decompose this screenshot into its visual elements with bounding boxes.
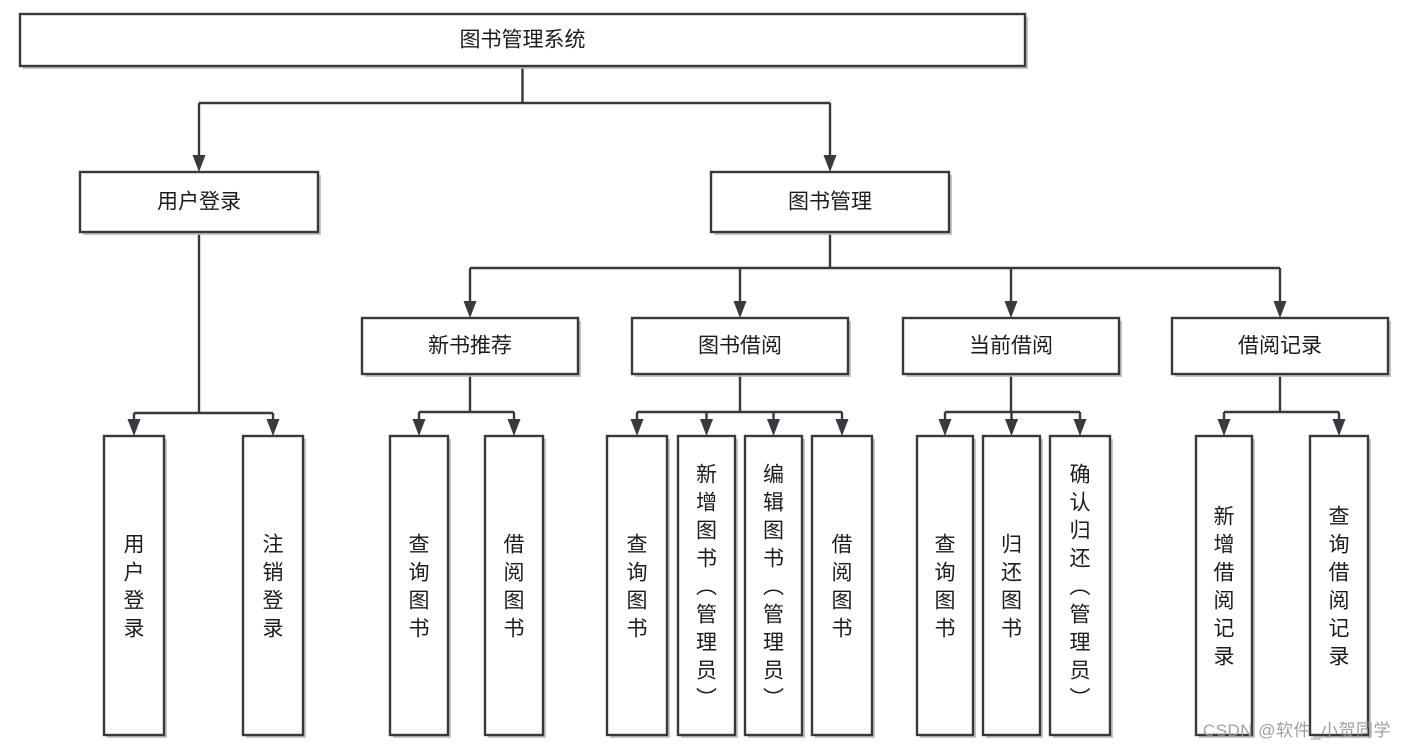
node-label: 借阅图书	[504, 533, 525, 640]
node-leaf-cu-confirm[interactable]: 确认归还︵管理员︶	[1048, 434, 1113, 738]
edge-group-login	[127, 232, 280, 436]
node-label: 查询图书	[409, 533, 430, 640]
node-leaf-bo-query[interactable]: 查询图书	[605, 434, 670, 738]
node-label: 查询图书	[627, 533, 648, 640]
node-leaf-bo-edit[interactable]: 编辑图书︵管理员︶	[743, 434, 805, 738]
node-box[interactable]	[102, 434, 166, 737]
node-label: 新书推荐	[428, 335, 512, 358]
node-label: 当前借阅	[969, 335, 1053, 358]
node-box[interactable]	[1048, 434, 1112, 737]
node-box[interactable]	[605, 434, 669, 737]
node-leaf-cu-query[interactable]: 查询图书	[915, 434, 976, 738]
node-box[interactable]	[1194, 434, 1254, 737]
node-box[interactable]	[1308, 434, 1370, 737]
edge-group-bookmgmt	[463, 232, 1287, 318]
edge-group-records	[1217, 374, 1346, 436]
node-box[interactable]	[18, 12, 1027, 68]
node-box[interactable]	[676, 434, 737, 737]
node-current[interactable]: 当前借阅	[901, 316, 1122, 377]
node-records[interactable]: 借阅记录	[1170, 316, 1391, 377]
node-label: 图书管理	[788, 191, 872, 214]
node-newbook[interactable]: 新书推荐	[360, 316, 581, 377]
node-leaf-nb-borrow[interactable]: 借阅图书	[483, 434, 546, 738]
node-box[interactable]	[743, 434, 804, 737]
node-box[interactable]	[630, 316, 850, 376]
node-label: 借阅图书	[832, 533, 853, 640]
node-leaf-nb-query[interactable]: 查询图书	[388, 434, 451, 738]
node-label: 确认归还︵管理员︶	[1070, 463, 1091, 710]
node-box[interactable]	[241, 434, 305, 737]
node-leaf-rc-query[interactable]: 查询借阅记录	[1308, 434, 1371, 738]
node-label: 借阅记录	[1238, 335, 1322, 358]
node-label: 图书借阅	[698, 335, 782, 358]
edge-group-borrow	[630, 374, 849, 436]
node-label: 查询图书	[935, 533, 956, 640]
node-leaf-cu-return[interactable]: 归还图书	[981, 434, 1043, 738]
node-leaf-login[interactable]: 用户登录	[102, 434, 167, 738]
node-box[interactable]	[1170, 316, 1390, 376]
node-bookmgmt[interactable]: 图书管理	[709, 170, 952, 235]
node-label: 用户登录	[124, 533, 145, 640]
node-box[interactable]	[388, 434, 450, 737]
node-label: 图书管理系统	[460, 29, 586, 52]
node-box[interactable]	[78, 170, 320, 234]
node-label: 新增借阅记录	[1214, 505, 1235, 668]
node-leaf-bo-borrow[interactable]: 借阅图书	[810, 434, 875, 738]
node-label: 注销登录	[263, 533, 284, 640]
edges-layer	[127, 66, 1346, 436]
node-label: 新增图书︵管理员︶	[696, 463, 717, 710]
node-box[interactable]	[483, 434, 545, 737]
node-box[interactable]	[709, 170, 951, 234]
nodes-layer: 图书管理系统用户登录图书管理新书推荐图书借阅当前借阅借阅记录用户登录注销登录查询…	[18, 12, 1391, 738]
node-leaf-logout[interactable]: 注销登录	[241, 434, 306, 738]
node-box[interactable]	[360, 316, 580, 376]
node-label: 编辑图书︵管理员︶	[763, 463, 784, 710]
node-login[interactable]: 用户登录	[78, 170, 321, 235]
node-label: 查询借阅记录	[1329, 505, 1350, 668]
node-box[interactable]	[915, 434, 975, 737]
node-leaf-bo-add[interactable]: 新增图书︵管理员︶	[676, 434, 738, 738]
edge-group-root	[192, 66, 837, 172]
node-box[interactable]	[901, 316, 1121, 376]
node-box[interactable]	[981, 434, 1042, 737]
edge-group-newbook	[412, 374, 521, 436]
edge-group-current	[938, 374, 1087, 436]
node-box[interactable]	[810, 434, 874, 737]
node-root[interactable]: 图书管理系统	[18, 12, 1028, 69]
node-label: 归还图书	[1001, 533, 1022, 640]
node-label: 用户登录	[157, 191, 241, 214]
node-borrow[interactable]: 图书借阅	[630, 316, 851, 377]
node-leaf-rc-add[interactable]: 新增借阅记录	[1194, 434, 1255, 738]
